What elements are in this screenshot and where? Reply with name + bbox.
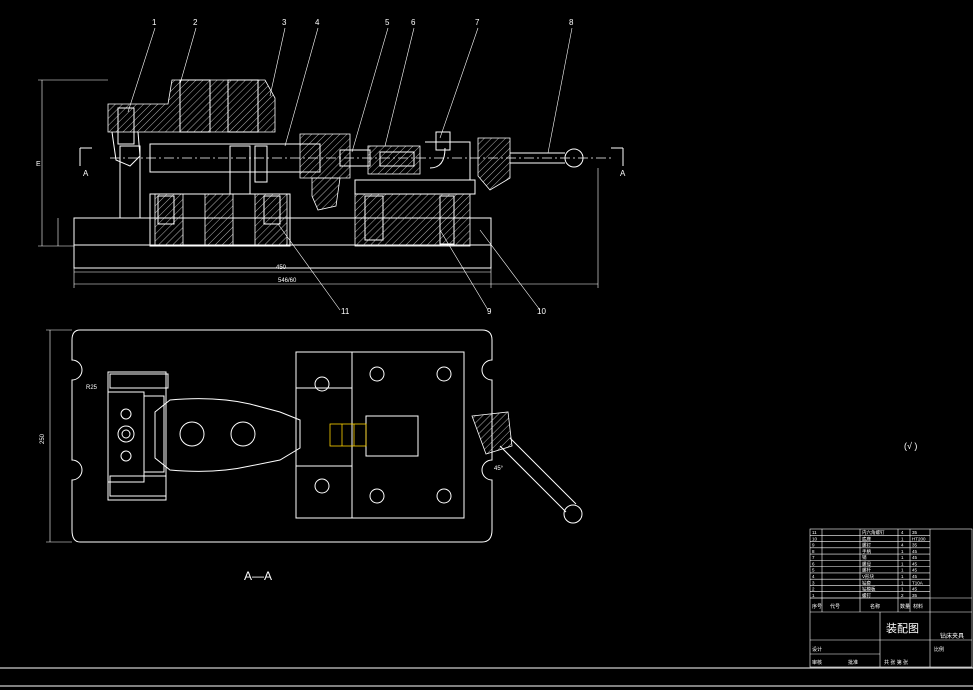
parts-row-qty: 4 (901, 543, 904, 548)
tb-approve: 批准 (848, 659, 858, 666)
tb-header-qty: 数量 (900, 603, 910, 610)
parts-row-mat: 35 (912, 543, 918, 548)
parts-row-qty: 1 (901, 555, 904, 560)
frame-lines (0, 667, 973, 687)
parts-row-mat: 45 (912, 555, 918, 560)
balloon-2: 2 (193, 18, 198, 27)
parts-row-no: 11 (812, 530, 817, 535)
parts-row-name: 螺杆 (862, 567, 871, 574)
parts-row-name: 销 (862, 554, 867, 561)
tb-scale: 比例 (934, 646, 944, 653)
parts-row-name: 螺母 (862, 560, 871, 567)
parts-row-no: 4 (812, 574, 815, 579)
balloon-3: 3 (282, 18, 287, 27)
balloon-9: 9 (487, 307, 492, 316)
tb-design: 设计 (812, 646, 822, 653)
view-label-aa: A—A (244, 569, 272, 583)
parts-row-qty: 1 (901, 580, 904, 585)
parts-row-qty: 4 (901, 530, 904, 535)
parts-row-name: 底座 (862, 535, 871, 542)
dim-length-outer: 546/60 (278, 278, 297, 284)
parts-row-qty: 1 (901, 561, 904, 566)
balloon-10: 10 (537, 307, 546, 316)
parts-row-name: 螺钉 (862, 542, 871, 549)
tb-header-code: 代号 (830, 603, 840, 610)
dim-height-left: E (36, 161, 41, 168)
parts-row-mat: 35 (912, 530, 918, 535)
parts-row-mat: T10A (912, 580, 923, 585)
roughness-note: (√ ) (904, 441, 917, 451)
tb-header-mat: 材料 (913, 603, 923, 610)
parts-row-name: 钻模板 (862, 586, 876, 593)
parts-row-no: 7 (812, 555, 815, 560)
dim-angle: 45° (494, 466, 504, 472)
dim-length-inner: 450 (276, 265, 287, 271)
tb-sheet: 共 张 第 张 (884, 659, 908, 666)
parts-row-name: 手柄 (862, 548, 871, 555)
parts-row-mat: 45 (912, 549, 918, 554)
parts-row-no: 9 (812, 543, 815, 548)
parts-row-mat: 45 (912, 568, 918, 573)
tb-header-name: 名称 (870, 603, 880, 610)
tb-drawing-title: 装配图 (886, 622, 919, 635)
balloon-4: 4 (315, 18, 320, 27)
parts-row-name: 螺钉 (862, 592, 871, 599)
title-block: 序号 代号 名称 数量 材料 装配图 钻床夹具 设计 审核 批准 比例 共 张 … (809, 528, 973, 668)
parts-row-no: 3 (812, 580, 815, 585)
parts-row-mat: 45 (912, 574, 918, 579)
parts-row-name: V形块 (862, 573, 875, 580)
parts-row-no: 6 (812, 561, 815, 566)
parts-row-name: 内六角螺钉 (862, 529, 885, 536)
parts-row-name: 钻套 (862, 579, 871, 586)
parts-row-mat: 35 (912, 593, 918, 598)
parts-row-qty: 1 (901, 549, 904, 554)
parts-row-mat: 45 (912, 587, 918, 592)
tb-review: 审核 (812, 659, 822, 666)
dim-width-plan: 250 (40, 433, 46, 444)
balloon-11: 11 (341, 307, 350, 316)
section-letter-left: A (83, 169, 89, 178)
balloon-5: 5 (385, 18, 390, 27)
parts-row-qty: 2 (901, 593, 904, 598)
parts-row-no: 1 (812, 593, 815, 598)
balloon-6: 6 (411, 18, 416, 27)
parts-row-qty: 1 (901, 587, 904, 592)
balloon-1: 1 (152, 18, 157, 27)
parts-row-qty: 1 (901, 568, 904, 573)
front-section-view: A A E 450 546/60 (36, 79, 626, 288)
balloon-7: 7 (475, 18, 480, 27)
parts-row-no: 10 (812, 536, 818, 541)
parts-row-mat: HT200 (912, 536, 926, 541)
part-balloons: 1 2 3 4 5 6 7 8 11 9 10 (127, 18, 574, 316)
top-view: 250 R25 45° A—A (40, 329, 583, 583)
dim-radius: R25 (86, 385, 98, 391)
parts-row-qty: 1 (901, 574, 904, 579)
section-letter-right: A (620, 169, 626, 178)
parts-row-qty: 1 (901, 536, 904, 541)
parts-row-no: 2 (812, 587, 815, 592)
balloon-8: 8 (569, 18, 574, 27)
parts-row-mat: 45 (912, 561, 918, 566)
tb-company: 钻床夹具 (940, 632, 964, 640)
tb-header-no: 序号 (812, 603, 822, 610)
parts-row-no: 5 (812, 568, 815, 573)
parts-row-no: 8 (812, 549, 815, 554)
